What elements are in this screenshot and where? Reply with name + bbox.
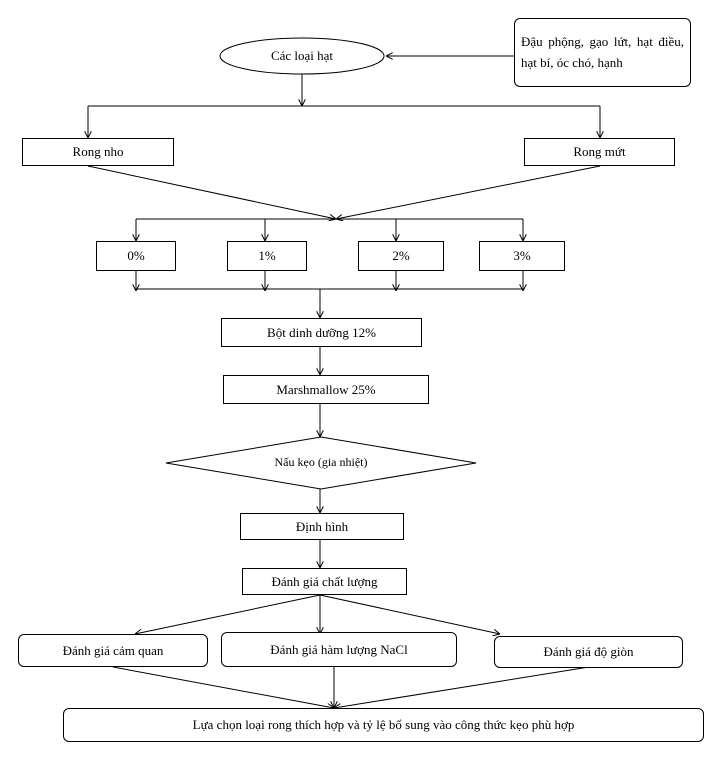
- eval-nacl-label: Đánh giá hàm lượng NaCl: [270, 641, 408, 657]
- nuts-ellipse-shape: [219, 37, 385, 75]
- eval-sensory-label: Đánh giá cảm quan: [62, 642, 164, 658]
- level-label-1: 1%: [258, 248, 276, 264]
- marshmallow-label: Marshmallow 25%: [276, 381, 376, 397]
- level-label-0: 0%: [127, 248, 145, 264]
- cooking-diamond-shape: [165, 436, 477, 490]
- nutrition-powder-label: Bột dinh dưỡng 12%: [267, 324, 376, 340]
- eval-crisp-label: Đánh giá độ giòn: [543, 644, 634, 660]
- shaping-label: Định hình: [295, 518, 349, 534]
- final-label: Lựa chọn loại rong thích hợp và tỷ lệ bổ…: [192, 717, 575, 733]
- nutrition-powder-box: Bột dinh dưỡng 12%: [221, 318, 422, 347]
- eval-nacl-box: Đánh giá hàm lượng NaCl: [221, 632, 457, 667]
- quality-eval-label: Đánh giá chất lượng: [271, 573, 378, 589]
- nuts-node: Các loại hạt: [270, 48, 334, 63]
- arrow-sensory-to-final: [112, 666, 334, 708]
- source-note-text: Đậu phộng, gạo lứt, hạt điều, hạt bí, óc…: [521, 34, 684, 70]
- eval-crisp-box: Đánh giá độ giòn: [494, 636, 683, 668]
- level-label-2: 2%: [392, 248, 410, 264]
- arrow-to-crisp: [319, 594, 500, 634]
- rong-nho-box: Rong nho: [22, 138, 174, 166]
- final-box: Lựa chọn loại rong thích hợp và tỷ lệ bổ…: [63, 708, 704, 742]
- level-box-3: 3%: [479, 241, 565, 271]
- eval-sensory-box: Đánh giá cảm quan: [18, 634, 208, 667]
- level-box-2: 2%: [358, 241, 444, 271]
- rong-mut-box: Rong mứt: [524, 138, 675, 166]
- arrow-rong-mut-converge: [336, 165, 601, 219]
- shaping-box: Định hình: [240, 513, 404, 540]
- arrow-crisp-to-final: [334, 666, 590, 708]
- rong-nho-label: Rong nho: [72, 144, 124, 160]
- level-box-1: 1%: [227, 241, 307, 271]
- level-box-0: 0%: [96, 241, 176, 271]
- level-label-3: 3%: [513, 248, 531, 264]
- quality-eval-box: Đánh giá chất lượng: [242, 568, 407, 595]
- arrow-rong-nho-converge: [87, 165, 336, 219]
- arrow-to-sensory: [135, 594, 321, 634]
- marshmallow-box: Marshmallow 25%: [223, 375, 429, 404]
- rong-mut-label: Rong mứt: [573, 144, 626, 160]
- cooking-node: Nấu kẹo (gia nhiệt): [274, 455, 368, 469]
- source-note-box: Đậu phộng, gạo lứt, hạt điều, hạt bí, óc…: [514, 18, 691, 87]
